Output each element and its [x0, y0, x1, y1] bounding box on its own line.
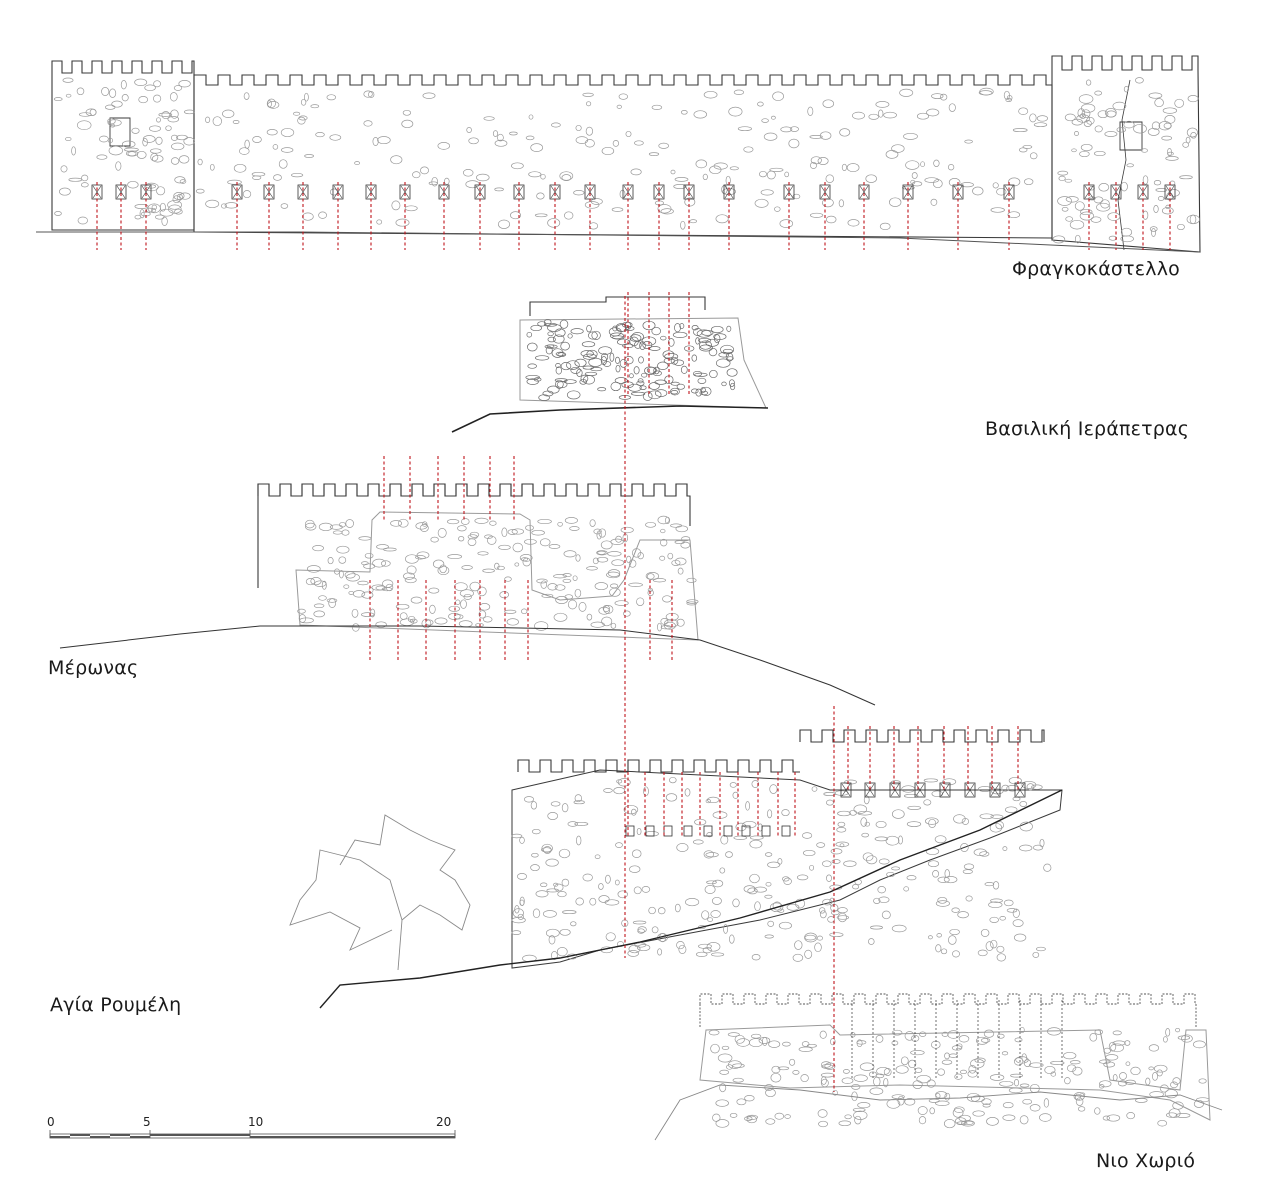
loophole	[625, 825, 635, 837]
loophole	[231, 184, 243, 200]
scale-bar	[49, 1130, 456, 1139]
loophole	[1003, 184, 1015, 200]
agia-roumeli-elevation	[289, 729, 1063, 1009]
restored-crenellation	[699, 993, 1196, 1005]
stone-texture	[195, 87, 1048, 231]
scale-segment	[110, 1134, 130, 1136]
crenellation	[517, 759, 800, 773]
left-tower	[51, 60, 195, 231]
scale-segment	[150, 1134, 250, 1136]
ground-line	[451, 405, 769, 433]
loophole	[663, 825, 673, 837]
scale-segment	[250, 1136, 455, 1138]
crenellation	[799, 729, 1045, 743]
loophole	[840, 782, 852, 798]
loophole	[781, 825, 791, 837]
loophole	[723, 184, 735, 200]
tower-window	[1119, 121, 1143, 151]
loophole	[584, 184, 596, 200]
loophole	[723, 825, 733, 837]
loophole	[858, 184, 870, 200]
scale-segment	[50, 1136, 70, 1138]
stone-texture	[708, 1026, 1210, 1129]
stone-texture	[53, 77, 196, 226]
loophole	[902, 184, 914, 200]
tree-outline	[289, 814, 471, 971]
label-vasiliki: Βασιλική Ιεράπετρας	[985, 418, 1190, 440]
scale-tick-10: 10	[248, 1115, 264, 1129]
stone-texture	[1052, 77, 1200, 244]
loophole	[399, 184, 411, 200]
ground-line	[36, 231, 1201, 253]
scale-segment	[130, 1136, 150, 1138]
loophole	[549, 184, 561, 200]
frangokastello-elevation	[36, 55, 1201, 253]
scale-segment	[70, 1134, 90, 1136]
wall-ruin	[519, 317, 767, 409]
loophole	[741, 825, 751, 837]
loophole	[683, 184, 695, 200]
tower-ruin	[295, 511, 699, 641]
crenellation	[257, 483, 690, 497]
scale-segment	[90, 1136, 110, 1138]
scale-tick-0: 0	[47, 1115, 55, 1129]
wall-crack	[1117, 79, 1131, 251]
loophole	[297, 184, 309, 200]
loophole	[438, 184, 450, 200]
loophole	[914, 782, 926, 798]
loophole	[939, 782, 951, 798]
loophole	[761, 825, 771, 837]
loophole	[703, 825, 713, 837]
loophole	[1083, 184, 1095, 200]
loophole	[645, 825, 655, 837]
label-agia-roumeli: Αγία Ρουμέλη	[50, 994, 182, 1016]
ground-line	[319, 789, 1063, 1009]
label-nio-chorio: Νιο Χωριό	[1096, 1150, 1196, 1172]
loophole	[263, 184, 275, 200]
stone-texture	[525, 318, 738, 401]
curtain-wall	[193, 74, 1053, 239]
stone-texture	[511, 776, 1052, 963]
ground-line	[654, 1084, 1223, 1141]
wall-ruin	[699, 1024, 1211, 1121]
loophole	[683, 825, 693, 837]
loophole	[783, 184, 795, 200]
meronas-elevation	[59, 483, 876, 706]
loophole	[952, 184, 964, 200]
loophole	[1164, 184, 1176, 200]
ground-line	[59, 625, 876, 706]
loophole	[819, 184, 831, 200]
loophole	[889, 782, 901, 798]
label-frangokastello: Φραγκοκάστελλο	[1012, 258, 1180, 280]
loophole	[474, 184, 486, 200]
loophole	[513, 184, 525, 200]
loophole	[365, 184, 377, 200]
tower-window	[109, 117, 131, 147]
loophole	[1137, 184, 1149, 200]
loophole	[91, 184, 103, 200]
loophole	[964, 782, 976, 798]
restored-outline	[699, 1004, 1197, 1028]
label-meronas: Μέρωνας	[48, 657, 139, 679]
wall-ruin	[511, 769, 1063, 969]
nio-chorio-elevation	[654, 993, 1223, 1141]
loophole	[1014, 782, 1026, 798]
roofline	[529, 296, 706, 316]
scale-tick-20: 20	[436, 1115, 452, 1129]
right-tower	[1051, 55, 1201, 253]
alignment-lines	[96, 182, 1171, 1092]
loophole	[653, 184, 665, 200]
vertical-guides	[851, 1000, 1063, 1080]
loophole	[115, 184, 127, 200]
stone-texture	[297, 515, 699, 632]
scale-tick-5: 5	[143, 1115, 151, 1129]
vasiliki-elevation	[451, 296, 769, 433]
loophole	[332, 184, 344, 200]
loophole	[989, 782, 1001, 798]
